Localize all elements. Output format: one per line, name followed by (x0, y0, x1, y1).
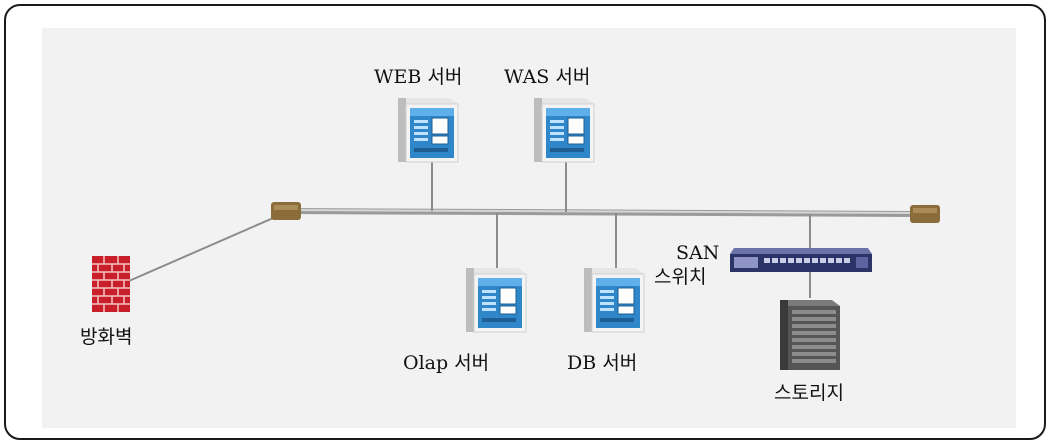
bus-terminator-right (910, 205, 940, 223)
firewall-label: 방화벽 (80, 326, 133, 348)
network-switch-icon (730, 248, 872, 272)
diagram-canvas (42, 28, 1016, 428)
olap-server-label: Olap 서버 (403, 352, 490, 374)
server-icon (466, 268, 527, 333)
server-icon (584, 268, 645, 333)
storage-label: 스토리지 (774, 382, 844, 404)
server-icon (398, 98, 459, 163)
db-server-label: DB 서버 (567, 352, 638, 374)
bus-terminator-left (271, 202, 301, 220)
firewall-link (121, 211, 288, 285)
server-icon (534, 98, 595, 163)
was-server-label: WAS 서버 (504, 66, 591, 88)
firewall-brick-icon (92, 256, 130, 312)
web-server-label: WEB 서버 (374, 66, 463, 88)
san-switch-label: SAN (676, 242, 720, 264)
storage-rack-icon (780, 300, 840, 370)
san-switch-label-2: 스위치 (654, 266, 707, 288)
